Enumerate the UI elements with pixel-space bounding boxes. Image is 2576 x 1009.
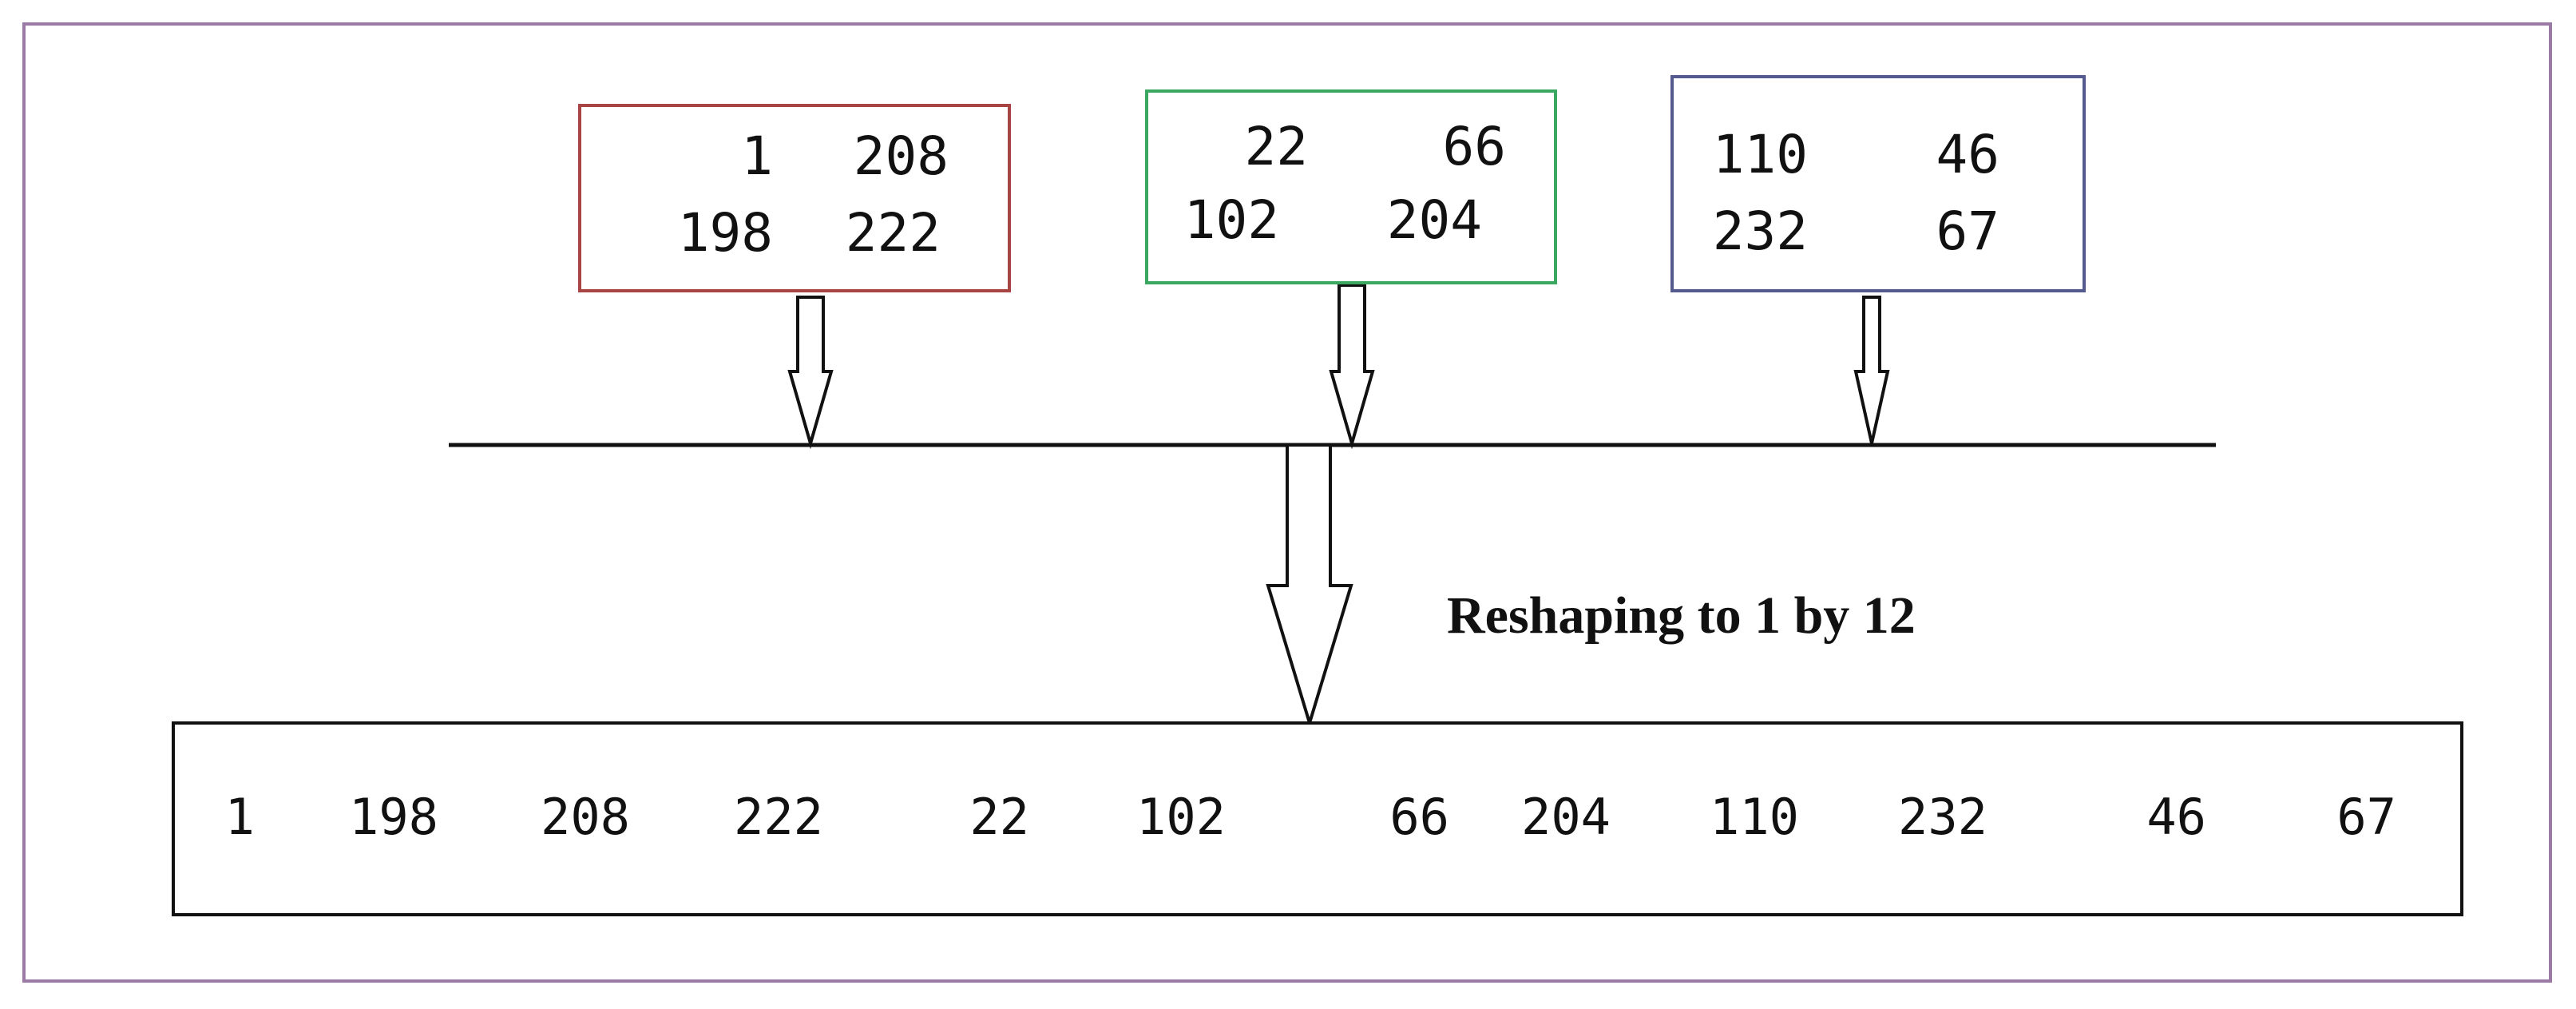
red-matrix: 1 208 198 222 xyxy=(578,104,1011,292)
result-cell: 110 xyxy=(1710,788,1799,846)
blue-matrix-cell: 232 xyxy=(1712,201,1808,262)
result-cell: 232 xyxy=(1898,788,1987,846)
result-cell: 66 xyxy=(1389,788,1449,846)
blue-matrix-cell: 67 xyxy=(1936,201,1999,262)
green-matrix-cell: 22 xyxy=(1244,116,1308,177)
red-matrix-cell: 222 xyxy=(845,202,941,264)
result-cell: 46 xyxy=(2146,788,2206,846)
result-cell: 22 xyxy=(969,788,1029,846)
red-matrix-cell: 208 xyxy=(853,125,949,187)
red-matrix-down-arrow xyxy=(787,296,834,450)
green-matrix-cell: 204 xyxy=(1386,189,1482,251)
reshape-down-arrow xyxy=(1266,443,1353,729)
result-cell: 208 xyxy=(541,788,630,846)
result-cell: 1 xyxy=(224,788,255,846)
result-cell: 198 xyxy=(349,788,438,846)
result-cell: 222 xyxy=(734,788,823,846)
result-cell: 204 xyxy=(1521,788,1611,846)
blue-matrix-cell: 110 xyxy=(1712,124,1808,185)
blue-matrix: 110 46 232 67 xyxy=(1670,75,2086,292)
result-cell: 67 xyxy=(2336,788,2396,846)
green-matrix-cell: 66 xyxy=(1442,116,1506,177)
red-matrix-cell: 1 xyxy=(741,125,773,187)
result-cell: 102 xyxy=(1136,788,1226,846)
result-vector: 1 198 208 222 22 102 66 204 110 232 46 6… xyxy=(172,721,2463,916)
green-matrix-down-arrow xyxy=(1329,284,1375,450)
green-matrix: 22 66 102 204 xyxy=(1145,89,1557,284)
green-matrix-cell: 102 xyxy=(1183,189,1279,251)
blue-matrix-down-arrow xyxy=(1853,296,1890,444)
red-matrix-cell: 198 xyxy=(677,202,773,264)
blue-matrix-cell: 46 xyxy=(1936,124,1999,185)
reshape-caption: Reshaping to 1 by 12 xyxy=(1447,586,1916,645)
diagram-frame xyxy=(22,22,2552,983)
